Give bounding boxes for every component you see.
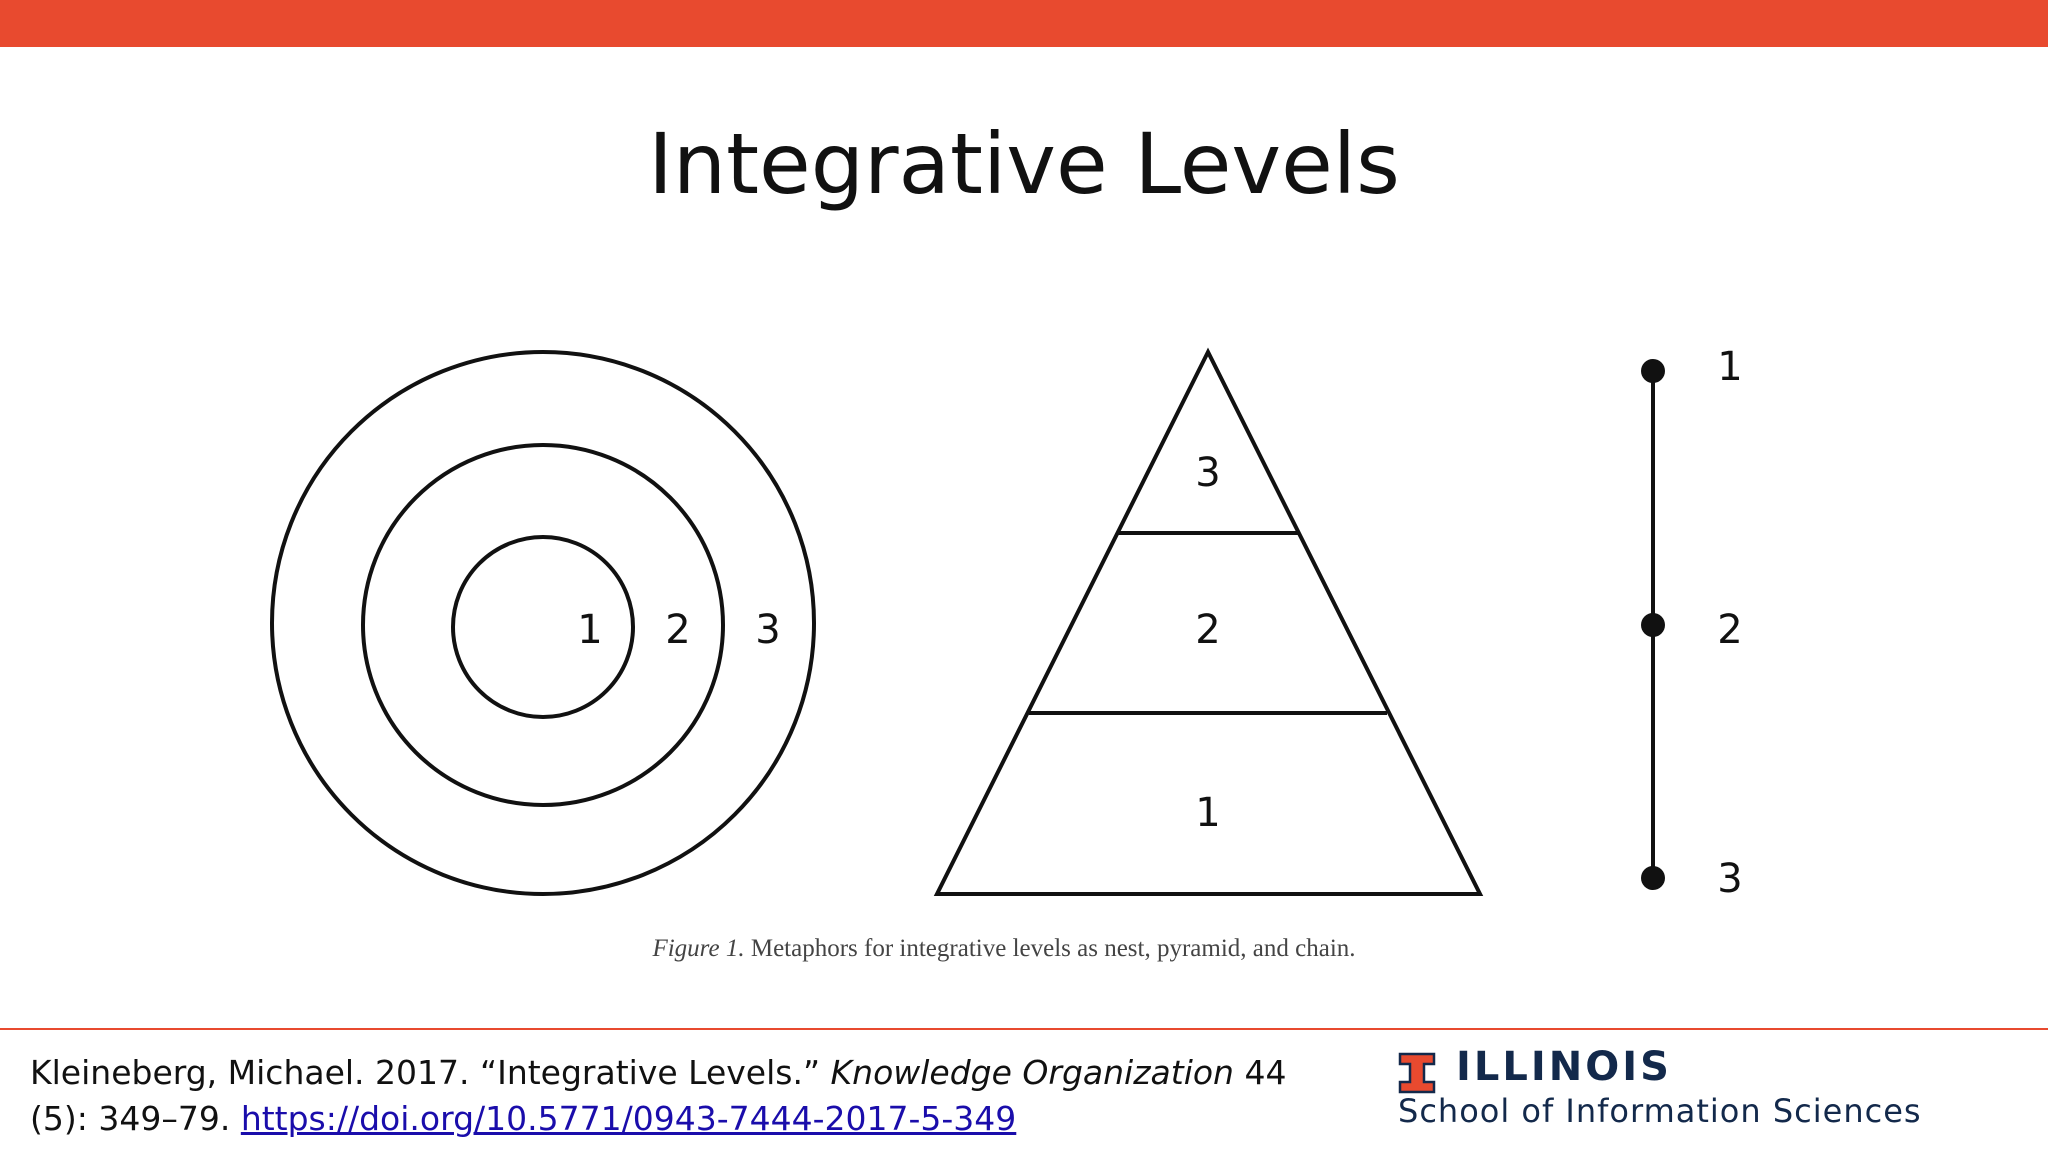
- chain-label-1: 1: [1717, 344, 1742, 390]
- chain-node-top: [1641, 359, 1665, 383]
- top-accent-bar: [0, 0, 2048, 47]
- footer-divider: [0, 1028, 2048, 1030]
- chain-node-middle: [1641, 613, 1665, 637]
- citation-doi-link[interactable]: https://doi.org/10.5771/0943-7444-2017-5…: [240, 1099, 1017, 1138]
- logo-subtitle: School of Information Sciences: [1398, 1092, 1922, 1130]
- chain-label-2: 2: [1717, 607, 1742, 653]
- pyramid-label-top: 3: [1195, 450, 1220, 496]
- chain-label-3: 3: [1717, 856, 1742, 902]
- citation-journal: Knowledge Organization: [830, 1053, 1234, 1092]
- nest-inner-circle: [451, 535, 635, 719]
- citation-volume-pages: 44 (5): 349–79.: [30, 1053, 1287, 1138]
- figure-caption-text: Metaphors for integrative levels as nest…: [744, 935, 1356, 962]
- chain-diagram: [1641, 359, 1665, 890]
- citation: Kleineberg, Michael. 2017. “Integrative …: [30, 1050, 1350, 1142]
- nest-label-3: 3: [755, 607, 780, 653]
- nest-label-2: 2: [665, 607, 690, 653]
- nest-middle-circle: [361, 443, 725, 807]
- citation-author-title: Kleineberg, Michael. 2017. “Integrative …: [30, 1053, 831, 1092]
- nest-diagram: [270, 350, 816, 896]
- block-i-icon: [1398, 1052, 1436, 1094]
- pyramid-outline: [933, 347, 1484, 896]
- nest-outer-circle: [270, 350, 816, 896]
- chain-node-bottom: [1641, 866, 1665, 890]
- illinois-logo: ILLINOIS School of Information Sciences: [1398, 1044, 1958, 1144]
- figure-caption-prefix: Figure 1.: [652, 935, 745, 962]
- logo-wordmark: ILLINOIS: [1456, 1044, 1672, 1090]
- pyramid-diagram: [933, 347, 1484, 896]
- pyramid-label-bottom: 1: [1195, 790, 1220, 836]
- nest-label-1: 1: [577, 607, 602, 653]
- figure-caption: Figure 1. Metaphors for integrative leve…: [0, 935, 2008, 963]
- slide-title: Integrative Levels: [648, 115, 1400, 213]
- pyramid-label-middle: 2: [1195, 607, 1220, 653]
